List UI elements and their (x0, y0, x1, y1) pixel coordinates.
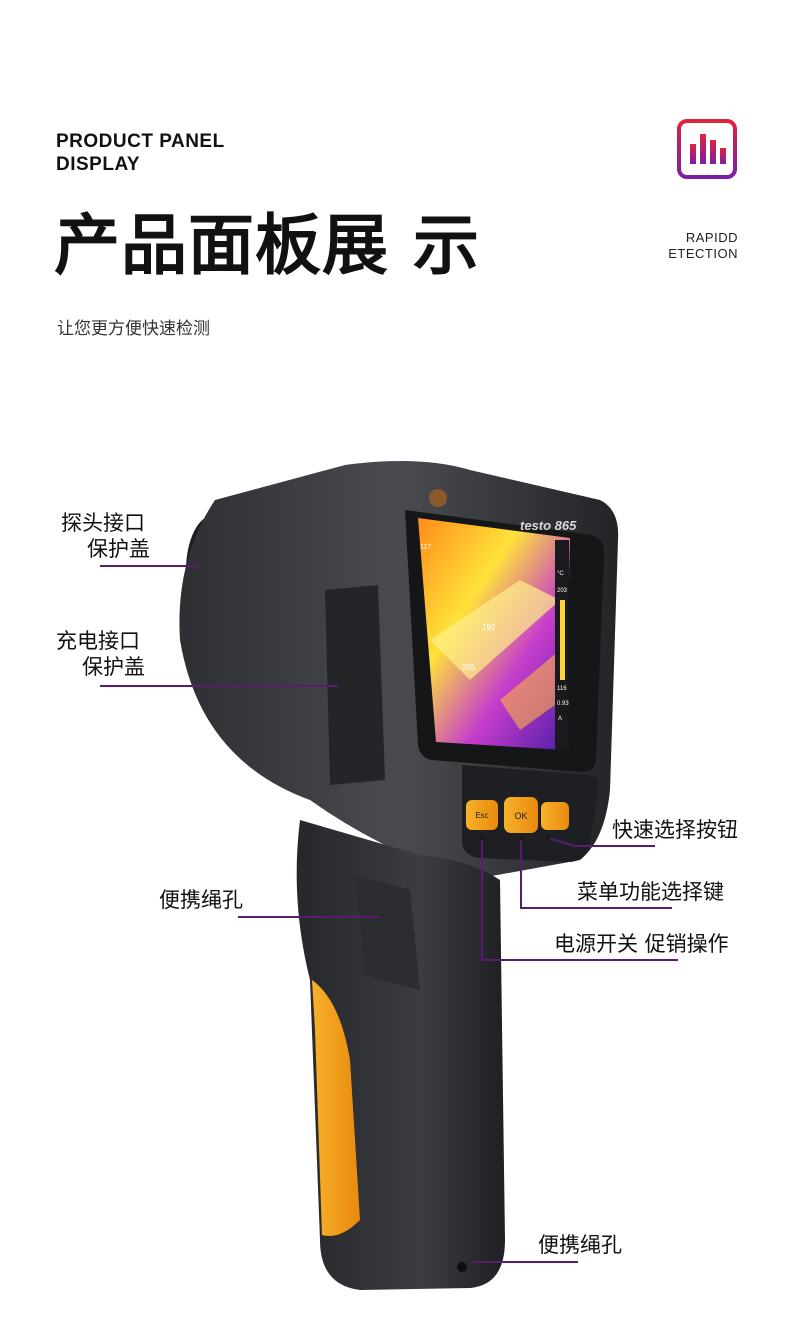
device-brand: testo 865 (520, 518, 577, 533)
english-heading: PRODUCT PANEL DISPLAY (56, 130, 225, 176)
english-heading-line2: DISPLAY (56, 154, 141, 175)
screen-value-0: 117 (420, 544, 431, 551)
label-quick-select: 快速选择按钮 (612, 818, 738, 842)
screen-value-3: 192 (482, 623, 496, 632)
rapid-detection-tag: RAPIDD ETECTION (668, 230, 738, 262)
ok-button-label: OK (514, 811, 527, 821)
label-probe-cover: 探头接口 保护盖 (61, 510, 150, 562)
english-heading-line1: PRODUCT PANEL (56, 131, 225, 152)
label-power: 电源开关 促销操作 (554, 932, 729, 956)
label-charge-cover-line2: 保护盖 (82, 655, 145, 679)
label-lanyard-hole-2: 便携绳孔 (538, 1233, 622, 1257)
tag-line2: ETECTION (668, 246, 738, 261)
label-probe-cover-line1: 探头接口 (61, 511, 145, 535)
screen-value-6: 0.93 (557, 701, 569, 707)
label-menu-select: 菜单功能选择键 (577, 880, 724, 904)
screen-value-2: 203 (557, 588, 568, 594)
label-lanyard-hole-1: 便携绳孔 (159, 888, 243, 912)
label-charge-cover-line1: 充电接口 (56, 629, 140, 653)
screen-value-5: 116 (557, 686, 567, 692)
label-charge-cover: 充电接口 保护盖 (56, 628, 145, 680)
page-title: 产品面板展 示 (54, 207, 480, 284)
bar-chart-logo-icon (677, 119, 737, 179)
screen-value-1: °C (557, 571, 564, 577)
quick-select-button (541, 802, 569, 830)
callout-line-quick-select (547, 837, 655, 847)
ok-button: OK (504, 797, 538, 833)
screen-value-7: A (558, 716, 562, 722)
label-probe-cover-line2: 保护盖 (87, 537, 150, 561)
esc-button-label: Esc (475, 811, 488, 820)
callout-line-power (481, 838, 678, 961)
tag-line1: RAPIDD (685, 230, 738, 245)
callout-line-menu (520, 838, 672, 909)
esc-button: Esc (466, 800, 498, 830)
screen-value-4: 285 (462, 663, 476, 672)
page-subtitle: 让您更方便快速检测 (57, 319, 210, 339)
